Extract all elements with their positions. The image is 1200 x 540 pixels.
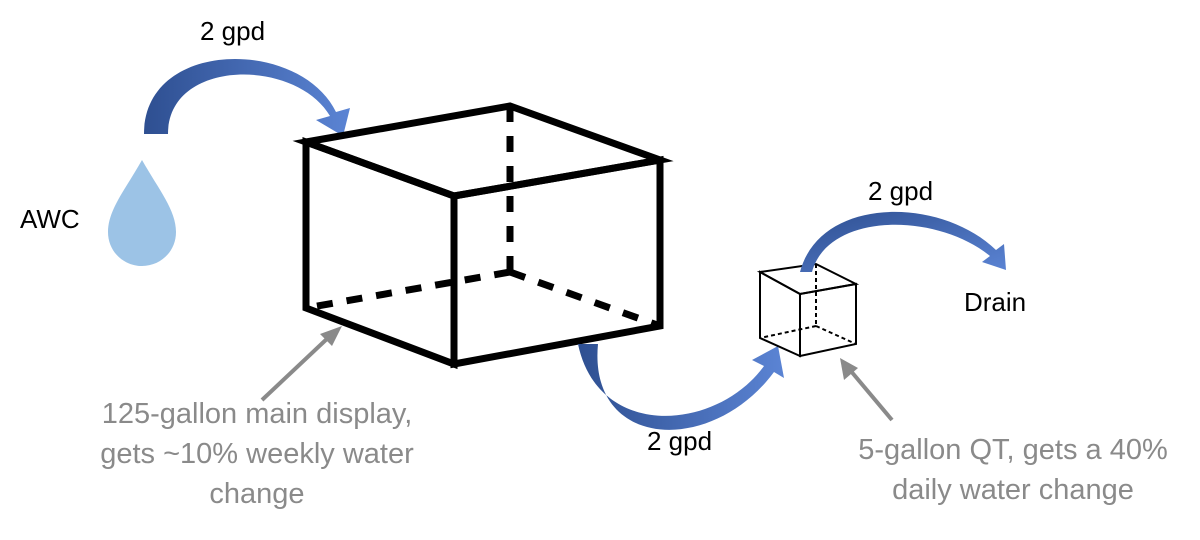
flow-rate-label-qt: 2 gpd bbox=[647, 426, 713, 456]
pointer-arrow-main bbox=[260, 326, 342, 402]
cube-hidden-edge bbox=[305, 268, 511, 312]
flow-arrow-awc-to-main bbox=[144, 58, 350, 136]
awc-label: AWC bbox=[20, 204, 80, 234]
cube-front-face bbox=[759, 270, 801, 358]
flow-arrow-main-to-qt bbox=[578, 344, 784, 430]
flow-arrow-qt-to-drain bbox=[800, 211, 1006, 272]
qt-tank-caption: 5-gallon QT, gets a 40% daily water chan… bbox=[858, 434, 1168, 506]
cube-right-face bbox=[450, 155, 664, 369]
cube-hidden-edge bbox=[508, 268, 662, 330]
water-drop-icon bbox=[108, 160, 176, 266]
cube-right-face bbox=[799, 282, 857, 358]
cube-hidden-edge bbox=[815, 325, 857, 345]
main-tank-caption: 125-gallon main display, gets ~10% weekl… bbox=[100, 398, 414, 510]
flow-rate-label-drain: 2 gpd bbox=[868, 176, 934, 206]
cube-top-face bbox=[292, 102, 674, 200]
cube-hidden-edge bbox=[759, 325, 817, 339]
drain-label: Drain bbox=[964, 287, 1027, 317]
cube-front-face bbox=[302, 136, 458, 370]
flow-rate-label-awc: 2 gpd bbox=[200, 16, 266, 46]
pointer-arrow-qt bbox=[840, 358, 894, 422]
main-tank-cube bbox=[292, 102, 674, 370]
qt-tank-cube bbox=[756, 262, 860, 358]
